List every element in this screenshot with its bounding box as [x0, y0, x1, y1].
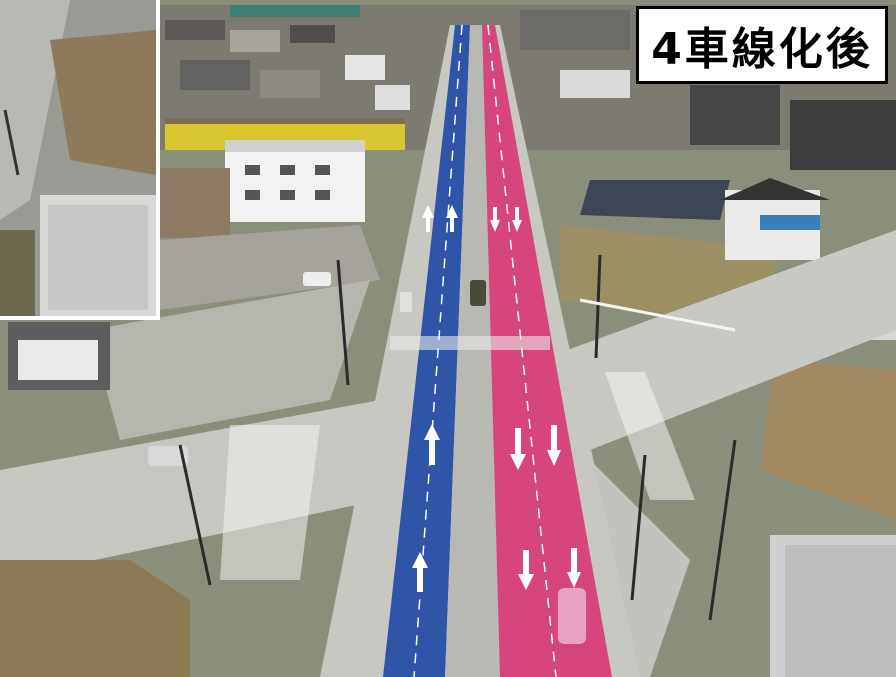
after-widening-label: 4車線化後: [636, 6, 888, 84]
inset-closeup-image: [0, 0, 160, 320]
after-widening-label-text: 4車線化後: [651, 24, 873, 75]
northbound-lanes: [383, 25, 470, 677]
white-car: [148, 446, 188, 466]
gravel-lot: [160, 225, 380, 310]
utility-poles: [178, 254, 737, 621]
white-building: [225, 140, 365, 222]
crosswalks: [220, 336, 695, 580]
median: [445, 25, 500, 677]
lane-arrows: [412, 205, 581, 592]
southbound-lanes: [482, 25, 612, 677]
pink-car: [558, 588, 586, 644]
